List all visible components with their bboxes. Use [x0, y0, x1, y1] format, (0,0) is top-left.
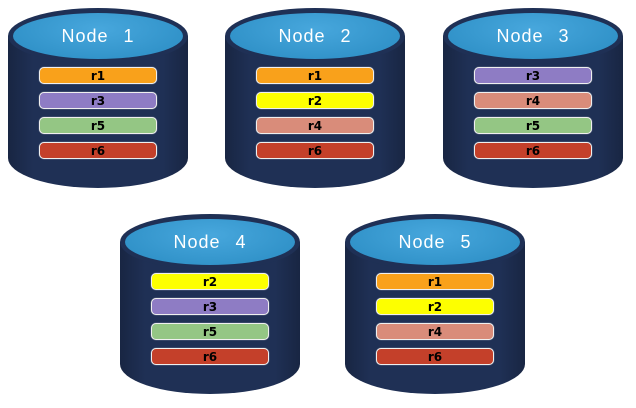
cylinder-top: Node 2 [225, 8, 405, 64]
replica-bar: r5 [151, 323, 269, 340]
replica-label: r1 [90, 68, 106, 83]
database-node: Node 3 r3 r4 r5 r6 [443, 8, 623, 188]
replica-bar: r2 [376, 298, 494, 315]
database-node: Node 1 r1 r3 r5 r6 [8, 8, 188, 188]
replica-list: r3 r4 r5 r6 [474, 67, 592, 159]
replica-label: r6 [307, 143, 323, 158]
replica-bar: r1 [256, 67, 374, 84]
replica-label: r5 [90, 118, 106, 133]
cylinder-body [120, 242, 300, 394]
replica-label: r2 [202, 274, 218, 289]
replica-bar: r1 [39, 67, 157, 84]
replica-list: r1 r2 r4 r6 [376, 273, 494, 365]
replica-bar: r3 [474, 67, 592, 84]
database-node: Node 2 r1 r2 r4 r6 [225, 8, 405, 188]
replica-bar: r3 [39, 92, 157, 109]
node-label: Node 2 [278, 26, 352, 46]
replica-label: r1 [427, 274, 443, 289]
node-label: Node 3 [496, 26, 570, 46]
node-label: Node 1 [61, 26, 135, 46]
replica-bar: r4 [376, 323, 494, 340]
replica-bar: r6 [39, 142, 157, 159]
replica-bar: r1 [376, 273, 494, 290]
replica-bar: r6 [474, 142, 592, 159]
replica-label: r6 [525, 143, 541, 158]
replica-bar: r6 [151, 348, 269, 365]
replica-list: r1 r3 r5 r6 [39, 67, 157, 159]
cylinder-top: Node 5 [345, 214, 525, 270]
replica-bar: r3 [151, 298, 269, 315]
replica-label: r4 [307, 118, 323, 133]
cylinder-top: Node 3 [443, 8, 623, 64]
replica-label: r2 [427, 299, 443, 314]
database-node: Node 5 r1 r2 r4 r6 [345, 214, 525, 394]
replica-label: r4 [427, 324, 443, 339]
replica-label: r3 [202, 299, 218, 314]
replica-list: r2 r3 r5 r6 [151, 273, 269, 365]
cylinder-top: Node 4 [120, 214, 300, 270]
cylinder-top: Node 1 [8, 8, 188, 64]
replica-label: r5 [202, 324, 218, 339]
replica-label: r2 [307, 93, 323, 108]
replica-bar: r4 [256, 117, 374, 134]
replica-label: r6 [202, 349, 218, 364]
replica-bar: r2 [151, 273, 269, 290]
replica-bar: r5 [474, 117, 592, 134]
cylinder-body [345, 242, 525, 394]
replica-label: r1 [307, 68, 323, 83]
replica-bar: r4 [474, 92, 592, 109]
replica-label: r3 [525, 68, 541, 83]
replica-label: r5 [525, 118, 541, 133]
replica-label: r3 [90, 93, 106, 108]
node-label: Node 4 [173, 232, 247, 252]
replica-label: r6 [90, 143, 106, 158]
replica-bar: r6 [256, 142, 374, 159]
replica-label: r6 [427, 349, 443, 364]
replica-bar: r6 [376, 348, 494, 365]
replica-label: r4 [525, 93, 541, 108]
replica-bar: r5 [39, 117, 157, 134]
node-label: Node 5 [398, 232, 472, 252]
database-node: Node 4 r2 r3 r5 r6 [120, 214, 300, 394]
replica-bar: r2 [256, 92, 374, 109]
replica-list: r1 r2 r4 r6 [256, 67, 374, 159]
